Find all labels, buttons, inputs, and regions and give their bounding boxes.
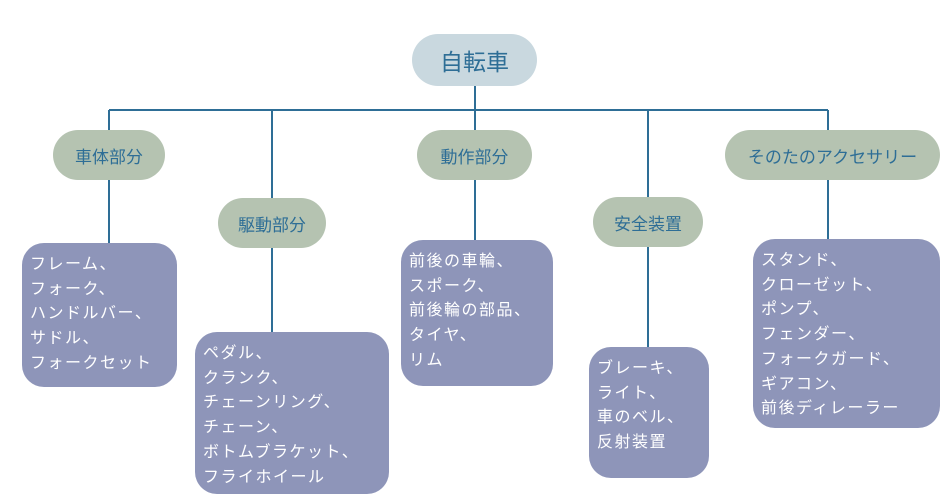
leaf-item: チェーン、 — [203, 417, 289, 437]
leaf-node-drive: ペダル、 クランク、 チェーンリング、 チェーン、 ボトムブラケット、 フライホ… — [195, 332, 389, 494]
leaf-item: フォークガード、 — [761, 348, 901, 368]
leaf-item: サドル、 — [30, 328, 101, 348]
category-node-accessories: そのたのアクセサリー — [725, 130, 940, 180]
leaf-item: フォーク、 — [30, 278, 117, 298]
leaf-item: ペダル、 — [203, 343, 274, 362]
leaf-item: 前後の車輪、 — [409, 251, 515, 270]
leaf-item: ブレーキ、 — [597, 358, 684, 377]
leaf-node-body: フレーム、 フォーク、 ハンドルバー、 サドル、 フォークセット — [22, 243, 177, 387]
leaf-node-accessories: スタンド、 クローゼット、 ポンプ、 フェンダー、 フォークガード、 ギアコン、… — [753, 239, 940, 428]
category-node-body: 車体部分 — [53, 130, 165, 180]
leaf-item: 車のベル、 — [597, 407, 685, 427]
leaf-item: チェーンリング、 — [203, 392, 342, 412]
leaf-item: クローゼット、 — [761, 274, 884, 294]
category-node-drive: 駆動部分 — [218, 198, 326, 248]
leaf-item: タイヤ、 — [409, 325, 478, 345]
leaf-item: ギアコン、 — [761, 373, 848, 393]
leaf-item: フレーム、 — [30, 254, 118, 273]
category-node-safety: 安全装置 — [593, 197, 703, 247]
leaf-item: フライホイール — [203, 466, 326, 486]
leaf-item: フォークセット — [30, 352, 153, 372]
leaf-item: ボトムブラケット、 — [203, 441, 360, 461]
leaf-item: スタンド、 — [761, 250, 848, 269]
leaf-item: スポーク、 — [409, 275, 496, 295]
leaf-item: クランク、 — [203, 367, 290, 387]
leaf-node-safety: ブレーキ、 ライト、 車のベル、 反射装置 — [589, 347, 709, 478]
leaf-item: ポンプ、 — [761, 299, 831, 319]
leaf-item: 前後ディレーラー — [761, 398, 900, 418]
leaf-node-motion: 前後の車輪、 スポーク、 前後輪の部品、 タイヤ、 リム — [401, 240, 553, 386]
leaf-item: フェンダー、 — [761, 324, 866, 344]
root-node: 自転車 — [412, 34, 537, 86]
leaf-item: リム — [409, 349, 445, 369]
category-node-motion: 動作部分 — [417, 130, 532, 180]
leaf-item: 反射装置 — [597, 432, 668, 452]
leaf-item: ハンドルバー、 — [30, 303, 153, 323]
leaf-item: ライト、 — [597, 382, 667, 402]
leaf-item: 前後輪の部品、 — [409, 300, 532, 320]
